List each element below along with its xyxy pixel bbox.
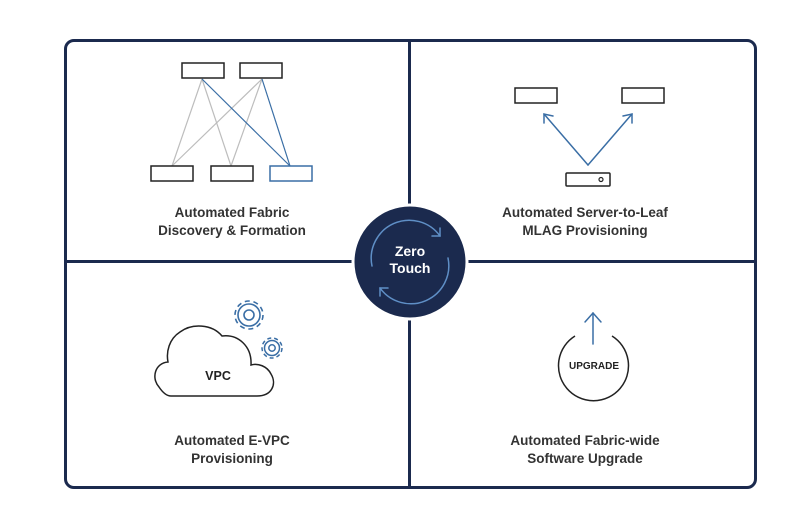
upgrade-icon: UPGRADE [557,311,630,402]
quadrant-label-line: Automated E-VPC [174,433,290,448]
quadrant-label-mlag: Automated Server-to-Leaf MLAG Provisioni… [435,204,735,240]
refresh-arc-icon [379,257,450,305]
quadrant-label-evpc: Automated E-VPC Provisioning [82,432,382,468]
quadrant-label-line: Automated Fabric [174,205,290,220]
upgrade-label: UPGRADE [569,361,619,372]
quadrant-label-line: Automated Server-to-Leaf [502,205,668,220]
spine-switch [181,62,225,79]
refresh-arc-icon [370,219,441,267]
zero-touch-badge [351,203,469,321]
mlag-icon [514,87,665,187]
new-leaf-switch [269,165,313,182]
quadrant-label-line: Software Upgrade [527,451,643,466]
fabric-topology-icon [150,62,313,182]
center-label: Zero Touch [355,243,465,277]
center-label-line1: Zero [394,243,426,259]
center-label-line2: Touch [389,260,431,276]
leaf-switch [210,165,254,182]
spine-switch [239,62,283,79]
quadrant-label-line: MLAG Provisioning [522,223,648,238]
cloud-label: VPC [205,369,231,383]
cloud-gears-icon: VPC [154,300,283,397]
quadrant-label-line: Discovery & Formation [158,223,306,238]
quadrant-label-line: Provisioning [191,451,273,466]
server-icon [565,172,611,187]
quadrant-label-line: Automated Fabric-wide [510,433,660,448]
quadrant-label-fabric: Automated Fabric Discovery & Formation [82,204,382,240]
quadrant-label-upgrade: Automated Fabric-wide Software Upgrade [435,432,735,468]
leaf-switch [150,165,194,182]
